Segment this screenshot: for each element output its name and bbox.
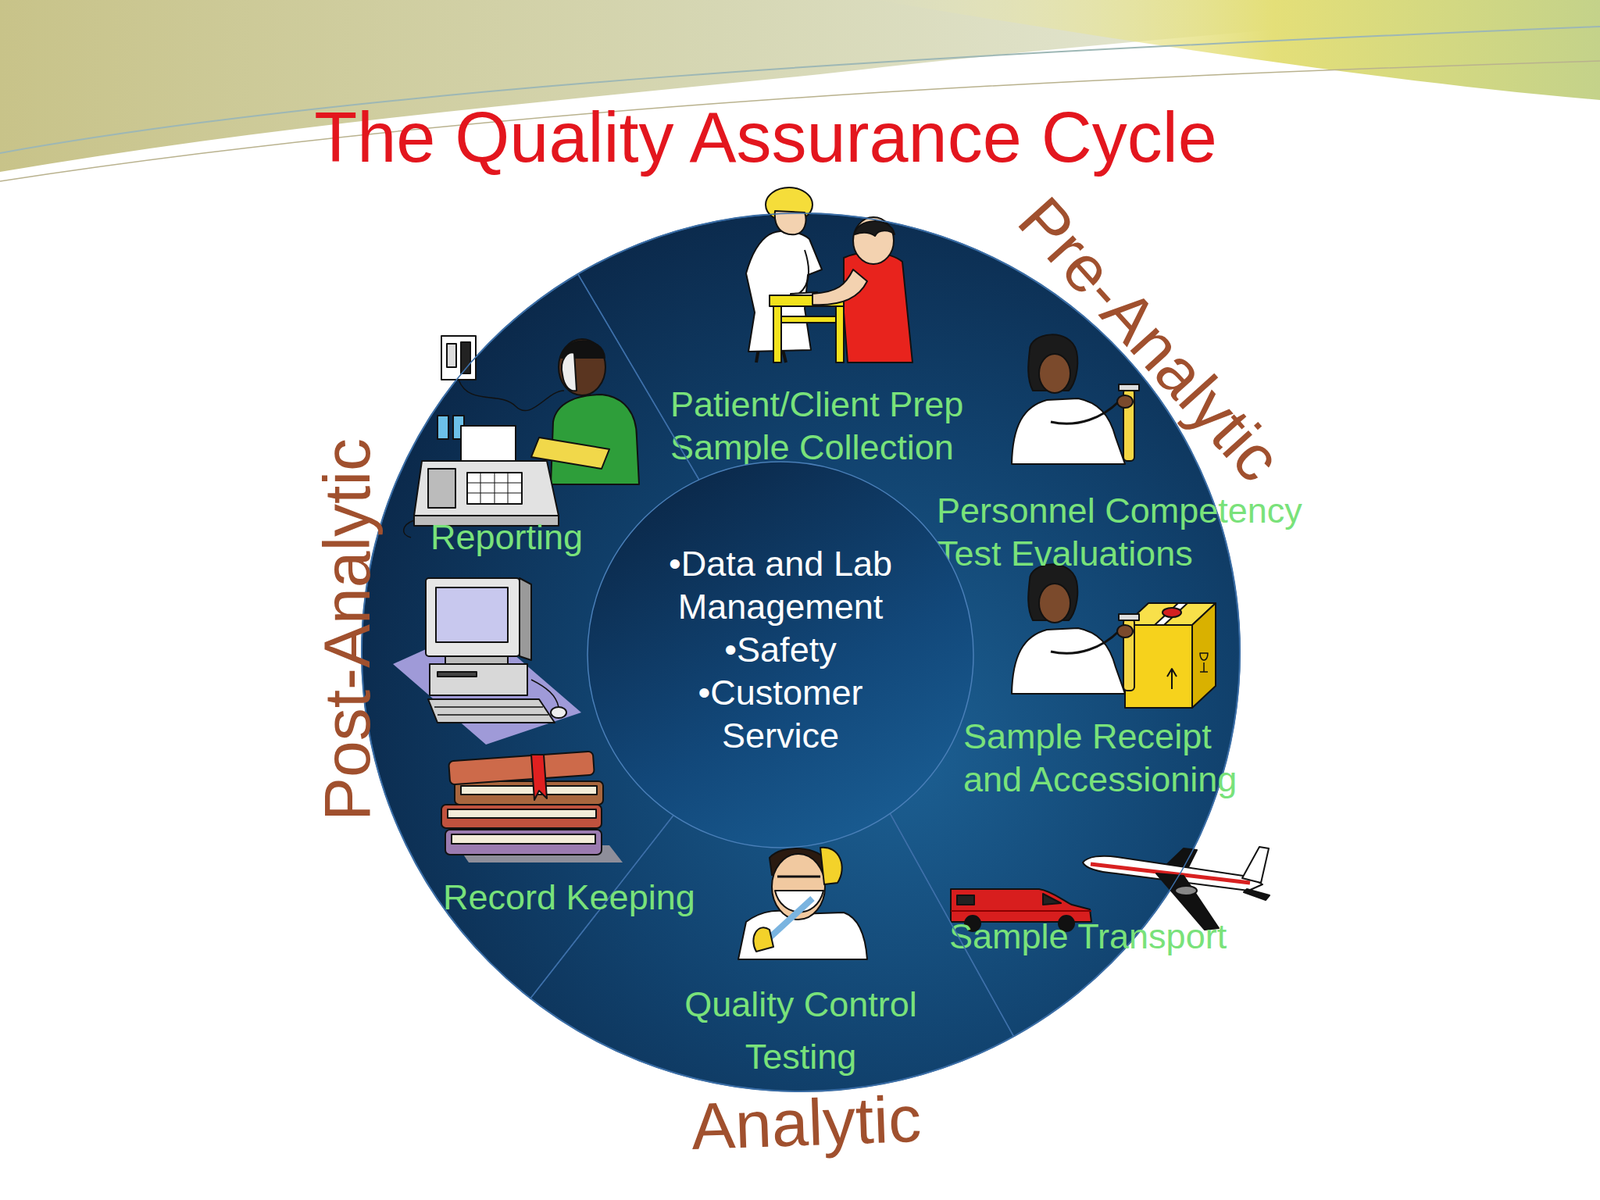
- core-circle: •Data and Lab Management•Safety•Customer…: [586, 460, 975, 849]
- step-label: Sample Receipt and Accessioning: [963, 714, 1253, 801]
- step-label: Quality Control Testing: [671, 978, 930, 1083]
- airplane-clipart-part: [1243, 889, 1270, 900]
- core-item: •Customer Service: [647, 671, 914, 758]
- header-wave: [875, 0, 1600, 100]
- airplane-clipart-part: [1175, 885, 1197, 896]
- phase-heading: Post-Analytic: [307, 356, 386, 904]
- core-item: •Safety: [647, 628, 914, 672]
- core-circle-shape: [587, 461, 974, 848]
- header-line: [0, 60, 1600, 182]
- phase-heading: Analytic: [531, 1074, 1081, 1172]
- step-label: Sample Transport: [949, 914, 1278, 958]
- reporting-clipart-part: [446, 343, 457, 368]
- core-text-block: •Data and Lab Management•Safety•Customer…: [647, 542, 914, 758]
- airplane-clipart-part: [1242, 846, 1269, 883]
- step-label: Personnel Competency Test Evaluations: [936, 489, 1320, 575]
- core-item: •Data and Lab Management: [647, 542, 914, 629]
- step-label: Patient/Client Prep Sample Collection: [670, 382, 983, 469]
- diagram-title: The Quality Assurance Cycle: [257, 98, 1274, 177]
- step-label: Record Keeping: [442, 875, 756, 919]
